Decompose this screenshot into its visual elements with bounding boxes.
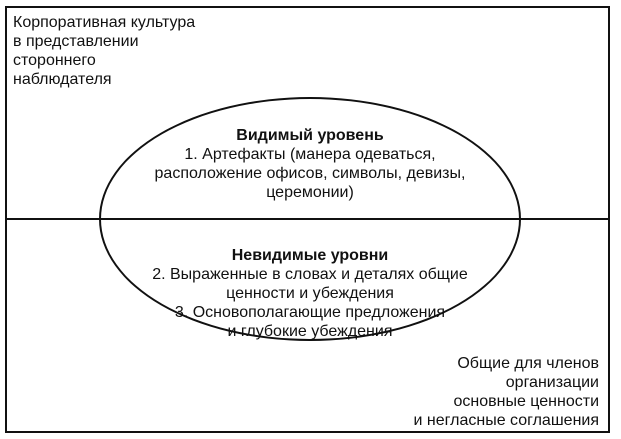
outsider-view-line: стороннего <box>13 52 96 69</box>
invisible-levels-line: ценности и убеждения <box>226 285 394 302</box>
outsider-view-line: наблюдателя <box>13 71 112 88</box>
culture-ellipse <box>99 97 521 341</box>
invisible-levels-line: 3. Основополагающие предложения <box>174 304 446 321</box>
visible-level-line: церемонии) <box>266 184 354 201</box>
outsider-view-line: в представлении <box>13 33 139 50</box>
visible-level-block: Видимый уровень 1. Артефакты (манера оде… <box>120 126 500 202</box>
visible-level-title: Видимый уровень <box>236 127 384 144</box>
visible-level-line: 1. Артефакты (манера одеваться, <box>184 146 436 163</box>
invisible-levels-title: Невидимые уровни <box>231 247 389 264</box>
invisible-levels-line: и глубокие убеждения <box>227 323 393 340</box>
shared-values-line: Общие для членов <box>457 355 599 372</box>
shared-values-label: Общие для членов организации основные це… <box>359 354 599 430</box>
visible-level-line: расположение офисов, символы, девизы, <box>154 165 466 182</box>
invisible-levels-line: 2. Выраженные в словах и деталях общие <box>152 266 468 283</box>
invisible-levels-block: Невидимые уровни 2. Выраженные в словах … <box>120 246 500 341</box>
shared-values-line: основные ценности <box>453 393 599 410</box>
shared-values-line: и негласные соглашения <box>413 412 599 429</box>
outsider-view-line: Корпоративная культура <box>13 14 196 31</box>
outsider-view-label: Корпоративная культура в представлении с… <box>13 13 233 89</box>
shared-values-line: организации <box>505 374 599 391</box>
